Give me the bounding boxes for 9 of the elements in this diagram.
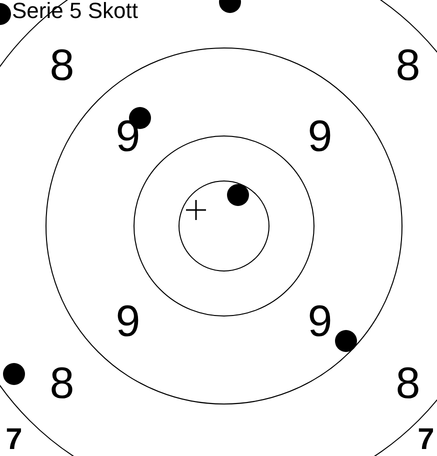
ring-score-number: 8 <box>50 362 74 406</box>
ring-score-number: 7 <box>418 425 434 455</box>
ring-score-number: 9 <box>308 115 332 159</box>
ring-score-number: 9 <box>116 300 140 344</box>
ring-score-number: 9 <box>308 300 332 344</box>
ring-score-number: 8 <box>50 44 74 88</box>
ring-score-number: 8 <box>396 44 420 88</box>
ring-score-number: 7 <box>6 425 22 455</box>
ring-score-number: 8 <box>396 362 420 406</box>
